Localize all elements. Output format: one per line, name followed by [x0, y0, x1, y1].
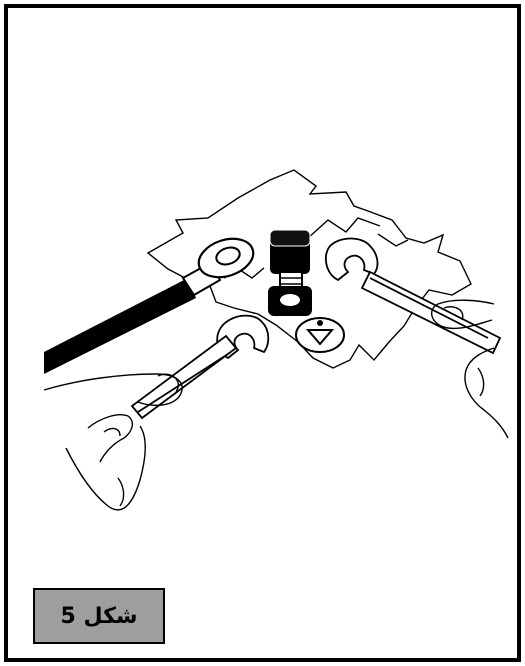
wrench-right: [326, 239, 500, 354]
wrench-left: [132, 316, 268, 418]
figure-caption-box: شكل 5: [33, 588, 165, 644]
ground-symbol-icon: [296, 318, 344, 352]
bolt-assembly: [268, 230, 312, 316]
figure-caption: شكل 5: [60, 604, 137, 629]
figure-illustration: [8, 8, 517, 658]
figure-frame: شكل 5: [4, 4, 521, 662]
